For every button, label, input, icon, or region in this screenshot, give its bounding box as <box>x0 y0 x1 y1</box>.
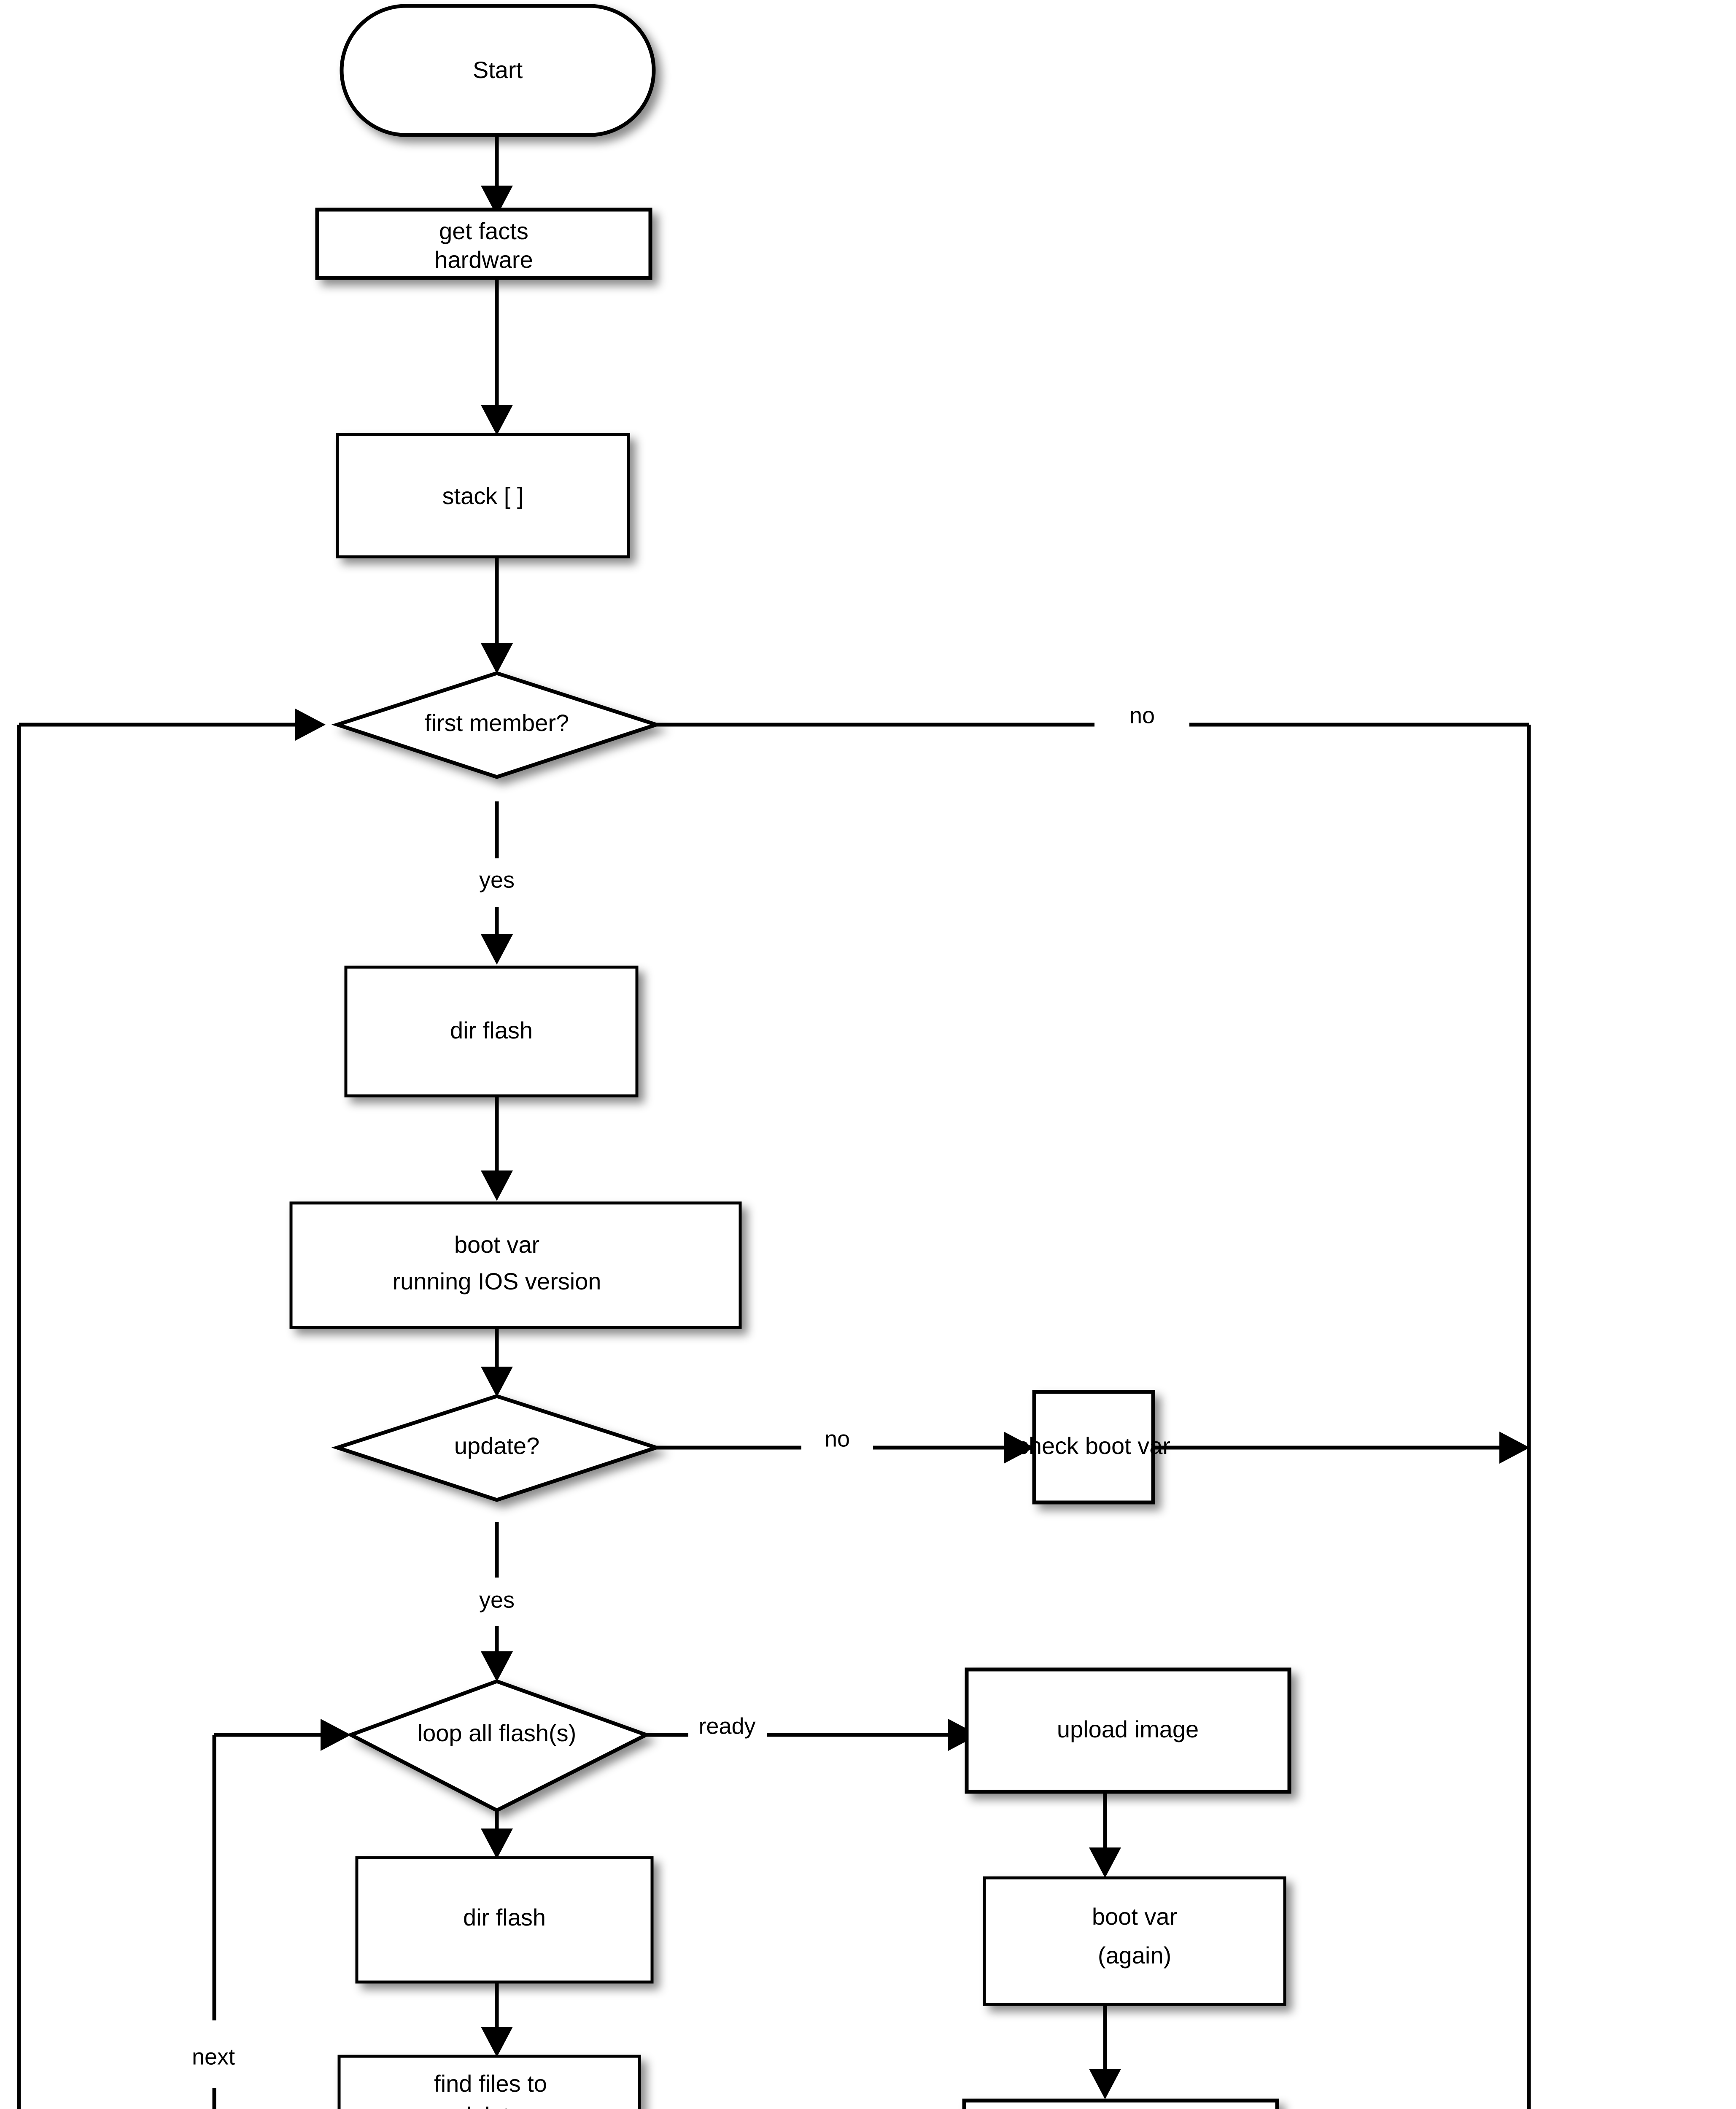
edge-deletefiles-next-loop <box>212 1719 351 2109</box>
node-boot-var-running-line2: running IOS version <box>393 1268 601 1295</box>
edge-label-first-member-yes: yes <box>479 867 515 893</box>
node-get-facts-line1: get facts <box>439 218 528 244</box>
edge-label-loop-ready: ready <box>698 1713 755 1739</box>
node-dir-flash-2[interactable]: dir flash <box>355 1856 654 1984</box>
edge-firstmember-yes <box>481 801 513 965</box>
edge-bootvar-to-update <box>481 1328 513 1397</box>
node-upload-image[interactable]: upload image <box>965 1667 1291 1794</box>
edge-update-no <box>657 1432 1034 1464</box>
node-start-label: Start <box>473 57 523 83</box>
edge-dirflash1-to-bootvar <box>481 1097 513 1201</box>
edge-stack-to-firstmember <box>481 557 513 674</box>
edge-upload-to-bootvaragain <box>1089 1791 1121 1878</box>
node-boot-var-running-line1: boot var <box>454 1231 539 1258</box>
edge-dirflash2-to-findfiles <box>481 1982 513 2057</box>
nodes: Start get facts hardware stack [ ] first… <box>289 4 1291 2109</box>
node-start[interactable]: Start <box>340 4 656 137</box>
node-upload-image-label: upload image <box>1057 1716 1199 1742</box>
edge-loop-to-dirflash2 <box>481 1810 513 1859</box>
node-stack-label: stack [ ] <box>442 483 524 509</box>
node-update[interactable]: update? <box>331 1394 663 1502</box>
node-first-member[interactable]: first member? <box>331 671 663 779</box>
node-loop-all-flash-label: loop all flash(s) <box>418 1720 577 1746</box>
node-boot-var-again-line2: (again) <box>1098 1942 1171 1969</box>
node-stack[interactable]: stack [ ] <box>336 433 630 558</box>
edge-update-yes <box>481 1522 513 1682</box>
node-check-boot-var-1-label: check boot var <box>1017 1432 1170 1459</box>
node-dir-flash-1[interactable]: dir flash <box>344 966 639 1098</box>
node-boot-var-again-line1: boot var <box>1092 1903 1177 1930</box>
node-update-label: update? <box>454 1432 539 1459</box>
node-check-boot-var-1[interactable]: check boot var <box>1017 1390 1170 1505</box>
edge-label-loop-next: next <box>192 2044 235 2069</box>
node-check-boot-var-2[interactable]: check boot var <box>962 2098 1279 2109</box>
node-dir-flash-1-label: dir flash <box>450 1017 533 1044</box>
node-boot-var-again[interactable]: boot var (again) <box>983 1876 1286 2006</box>
edge-labels: no yes no yes ready next next member <box>192 703 1155 2069</box>
node-dir-flash-2-label: dir flash <box>463 1904 546 1931</box>
edge-label-first-member-no: no <box>1129 703 1155 728</box>
edges <box>17 136 1531 2109</box>
edge-loop-ready <box>645 1719 979 1751</box>
edge-start-to-getfacts <box>481 136 513 216</box>
node-get-facts[interactable]: get facts hardware <box>315 208 652 280</box>
edge-bootvaragain-to-checkbootvar2 <box>1089 2006 1121 2099</box>
edge-firstmember-no <box>656 723 1531 2109</box>
edge-label-update-yes: yes <box>479 1587 515 1613</box>
edge-label-update-no: no <box>825 1426 850 1451</box>
node-find-files-line1: find files to <box>434 2070 547 2097</box>
node-get-facts-line2: hardware <box>434 246 533 273</box>
edge-next-member-loop <box>17 709 326 2109</box>
edge-getfacts-to-stack <box>481 278 513 435</box>
node-find-files-line2: delete <box>458 2102 523 2109</box>
node-loop-all-flash[interactable]: loop all flash(s) <box>346 1679 651 1813</box>
node-first-member-label: first member? <box>425 709 569 736</box>
edge-checkbootvar1-to-rail <box>1153 1432 1530 1464</box>
node-boot-var-running[interactable]: boot var running IOS version <box>289 1201 742 1329</box>
node-find-files[interactable]: find files to delete (cleanfile) <box>337 2055 641 2109</box>
